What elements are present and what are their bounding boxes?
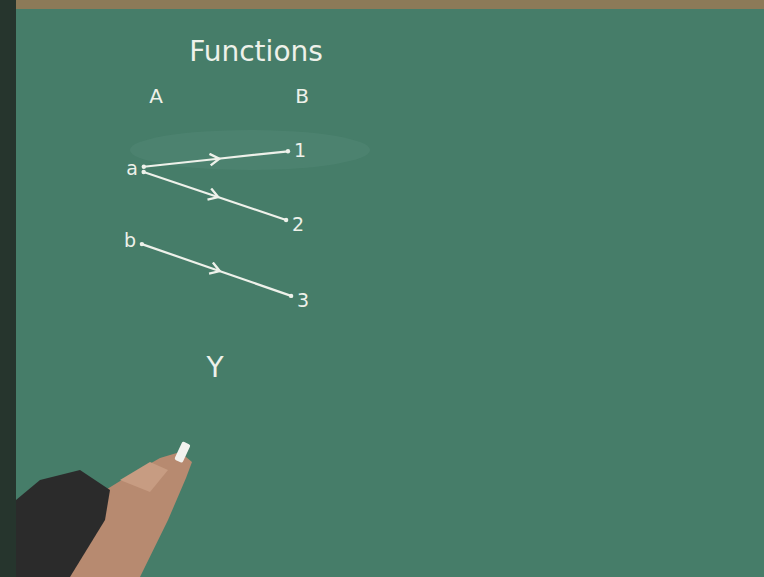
element-label: 2 bbox=[289, 212, 307, 237]
set-element: 1 bbox=[291, 138, 309, 163]
point-dot bbox=[141, 170, 145, 174]
point-dot bbox=[286, 149, 290, 153]
sleeve bbox=[16, 470, 110, 577]
title-holder: Functions bbox=[186, 35, 326, 70]
chalk-piece bbox=[174, 441, 191, 463]
point-dot bbox=[142, 165, 146, 169]
mapping-arrow bbox=[142, 244, 291, 296]
finger bbox=[120, 462, 168, 492]
board-frame-top bbox=[0, 0, 764, 9]
element-label: b bbox=[121, 228, 139, 253]
set-element: 2 bbox=[289, 212, 307, 237]
set-element: b bbox=[121, 228, 139, 253]
set-label: B bbox=[292, 83, 312, 109]
set-label: Y bbox=[203, 351, 226, 386]
hand bbox=[16, 452, 192, 577]
label-holder: Y bbox=[203, 351, 226, 386]
set-element: 3 bbox=[294, 288, 312, 313]
point-dot bbox=[284, 218, 288, 222]
label-holder: A bbox=[146, 83, 166, 109]
element-label: 3 bbox=[294, 288, 312, 313]
element-label: 1 bbox=[291, 138, 309, 163]
mapping-arrow bbox=[144, 172, 286, 220]
board-frame-left bbox=[0, 0, 16, 577]
point-dot bbox=[140, 242, 144, 246]
label-holder: B bbox=[292, 83, 312, 109]
chalk-smudge bbox=[130, 130, 370, 170]
mapping-arrow bbox=[144, 151, 288, 166]
title: Functions bbox=[186, 35, 326, 70]
hand-with-chalk bbox=[16, 441, 192, 577]
point-dot bbox=[289, 294, 293, 298]
set-label: A bbox=[146, 83, 166, 109]
set-element: a bbox=[123, 156, 141, 181]
element-label: a bbox=[123, 156, 141, 181]
